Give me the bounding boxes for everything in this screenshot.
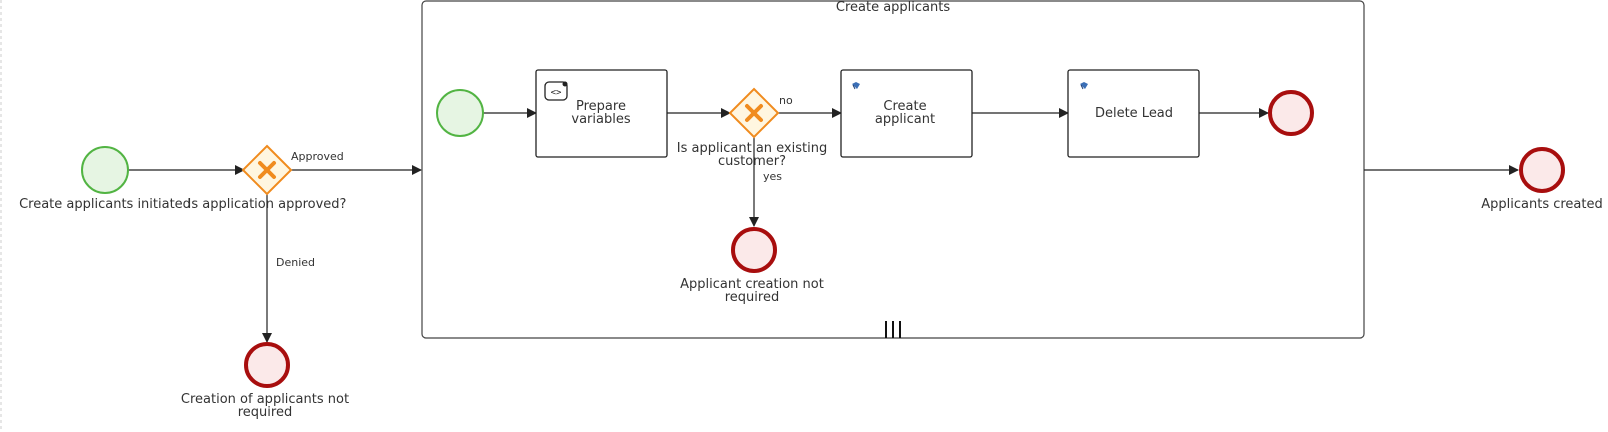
task-create-label-1: Create [883, 99, 926, 114]
end-event-not-required[interactable] [731, 227, 777, 273]
end-event-denied-label-2: required [238, 405, 292, 420]
end-event-outer-label: Applicants created [1481, 197, 1603, 212]
flow-no-label: no [779, 94, 793, 107]
end-event-not-required-label-1: Applicant creation not [680, 277, 824, 292]
svg-text:<>: <> [551, 88, 562, 98]
exclusive-x-icon [258, 161, 276, 179]
task-create-label-2: applicant [875, 112, 935, 127]
task-prepare-label-2: variables [571, 112, 630, 127]
gateway-approved-label: Is application approved? [188, 197, 347, 212]
gateway-existing-label-1: Is applicant an existing [677, 141, 827, 156]
gateway-existing-label-2: customer? [718, 154, 786, 169]
script-task-icon: <> [544, 81, 568, 101]
flow-denied-label: Denied [276, 256, 315, 269]
end-event-inner[interactable] [1268, 90, 1314, 136]
multi-instance-marker-icon [885, 321, 901, 338]
end-event-denied[interactable] [244, 342, 290, 388]
subprocess-create-applicants[interactable]: Create applicants [421, 0, 1365, 339]
gateway-existing-customer[interactable] [728, 87, 780, 139]
flow-approved-label: Approved [291, 150, 344, 163]
task-prepare-label-1: Prepare [576, 99, 626, 114]
task-prepare-variables[interactable]: <> Prepare variables [535, 69, 668, 158]
flow-yes-label: yes [763, 170, 782, 183]
subprocess-title: Create applicants [836, 0, 950, 15]
end-event-not-required-label-2: required [725, 290, 779, 305]
service-task-icon [852, 82, 860, 90]
start-event-outer-label: Create applicants initiated [19, 197, 191, 212]
task-create-applicant[interactable]: Create applicant [840, 69, 973, 158]
task-delete-lead[interactable]: Delete Lead [1067, 69, 1200, 158]
end-event-outer[interactable] [1519, 147, 1565, 193]
gateway-approved[interactable] [241, 144, 293, 196]
exclusive-x-icon [745, 104, 763, 122]
task-delete-label: Delete Lead [1095, 106, 1173, 121]
start-event-inner[interactable] [436, 89, 484, 137]
end-event-denied-label-1: Creation of applicants not [181, 392, 349, 407]
service-task-icon [1080, 82, 1088, 90]
start-event-outer[interactable] [81, 146, 129, 194]
